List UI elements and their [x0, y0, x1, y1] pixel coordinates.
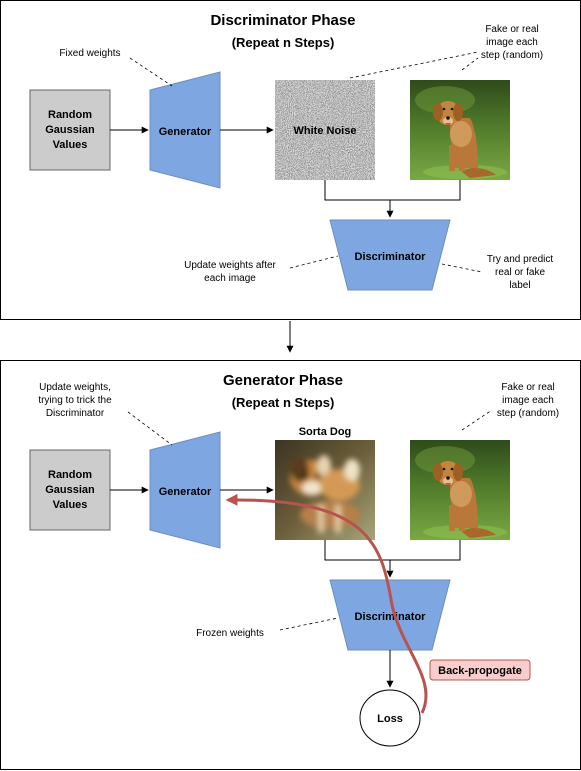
note-update-weights-1: Update weights, — [39, 382, 111, 393]
phase-title: Generator Phase — [223, 372, 343, 389]
discriminator-phase-panel: Discriminator Phase (Repeat n Steps) Ran… — [0, 0, 581, 320]
dashed-pointer — [289, 255, 339, 269]
generator-shape — [149, 71, 221, 189]
random-box-line-2: Gaussian — [45, 484, 95, 496]
random-box-line-1: Random — [48, 469, 92, 481]
random-gaussian-box — [29, 89, 111, 171]
phase-subtitle: (Repeat n Steps) — [232, 395, 335, 410]
golden-retriever-photo-icon — [410, 80, 510, 180]
discriminator-label: Discriminator — [355, 251, 427, 263]
discriminator-shape — [329, 219, 451, 291]
note-predict-2: real or fake — [495, 267, 545, 278]
generator-label: Generator — [159, 486, 212, 498]
golden-retriever-photo-icon — [410, 440, 510, 540]
note-update-weights-2: each image — [204, 273, 256, 284]
phase-frame — [0, 360, 581, 770]
loss-label: Loss — [377, 713, 403, 725]
blurry-dog-image-icon — [275, 440, 375, 540]
note-predict-3: label — [509, 280, 530, 291]
connector-images — [324, 180, 461, 201]
backprop-label: Back-propogate — [438, 665, 522, 677]
note-fixed-weights: Fixed weights — [59, 48, 120, 59]
note-update-weights-1: Update weights after — [184, 260, 276, 271]
phase-title: Discriminator Phase — [210, 12, 355, 29]
random-box-line-1: Random — [48, 109, 92, 121]
note-fake-or-real-2: image each — [502, 395, 554, 406]
note-fake-or-real-1: Fake or real — [501, 382, 554, 393]
random-box-line-2: Gaussian — [45, 124, 95, 136]
dashed-pointer — [441, 263, 483, 273]
generator-label: Generator — [159, 126, 212, 138]
phase-subtitle: (Repeat n Steps) — [232, 35, 335, 50]
white-noise-image — [275, 80, 375, 180]
dashed-pointer — [461, 409, 493, 431]
discriminator-shape — [329, 579, 451, 651]
backprop-arrow — [225, 493, 428, 714]
generator-shape — [149, 431, 221, 549]
connector-images — [324, 540, 461, 561]
dashed-pointer — [279, 617, 339, 631]
generator-phase-panel: Generator Phase (Repeat n Steps) Random … — [0, 360, 581, 770]
note-predict-1: Try and predict — [487, 254, 554, 265]
random-box-line-3: Values — [53, 499, 88, 511]
note-fake-or-real-3: step (random) — [497, 408, 559, 419]
backprop-badge — [429, 659, 531, 681]
dashed-pointer — [129, 57, 173, 87]
white-noise-label: White Noise — [294, 125, 357, 137]
random-box-line-3: Values — [53, 139, 88, 151]
note-fake-or-real-2: image each — [486, 37, 538, 48]
note-update-weights-2: trying to trick the — [38, 395, 112, 406]
discriminator-label: Discriminator — [355, 611, 427, 623]
note-update-weights-3: Discriminator — [46, 408, 105, 419]
note-frozen-weights: Frozen weights — [196, 628, 264, 639]
generated-image-label: Sorta Dog — [299, 426, 352, 438]
dashed-pointer — [349, 51, 479, 79]
loss-node — [359, 689, 421, 747]
note-fake-or-real-1: Fake or real — [485, 24, 538, 35]
note-fake-or-real-3: step (random) — [481, 50, 543, 61]
